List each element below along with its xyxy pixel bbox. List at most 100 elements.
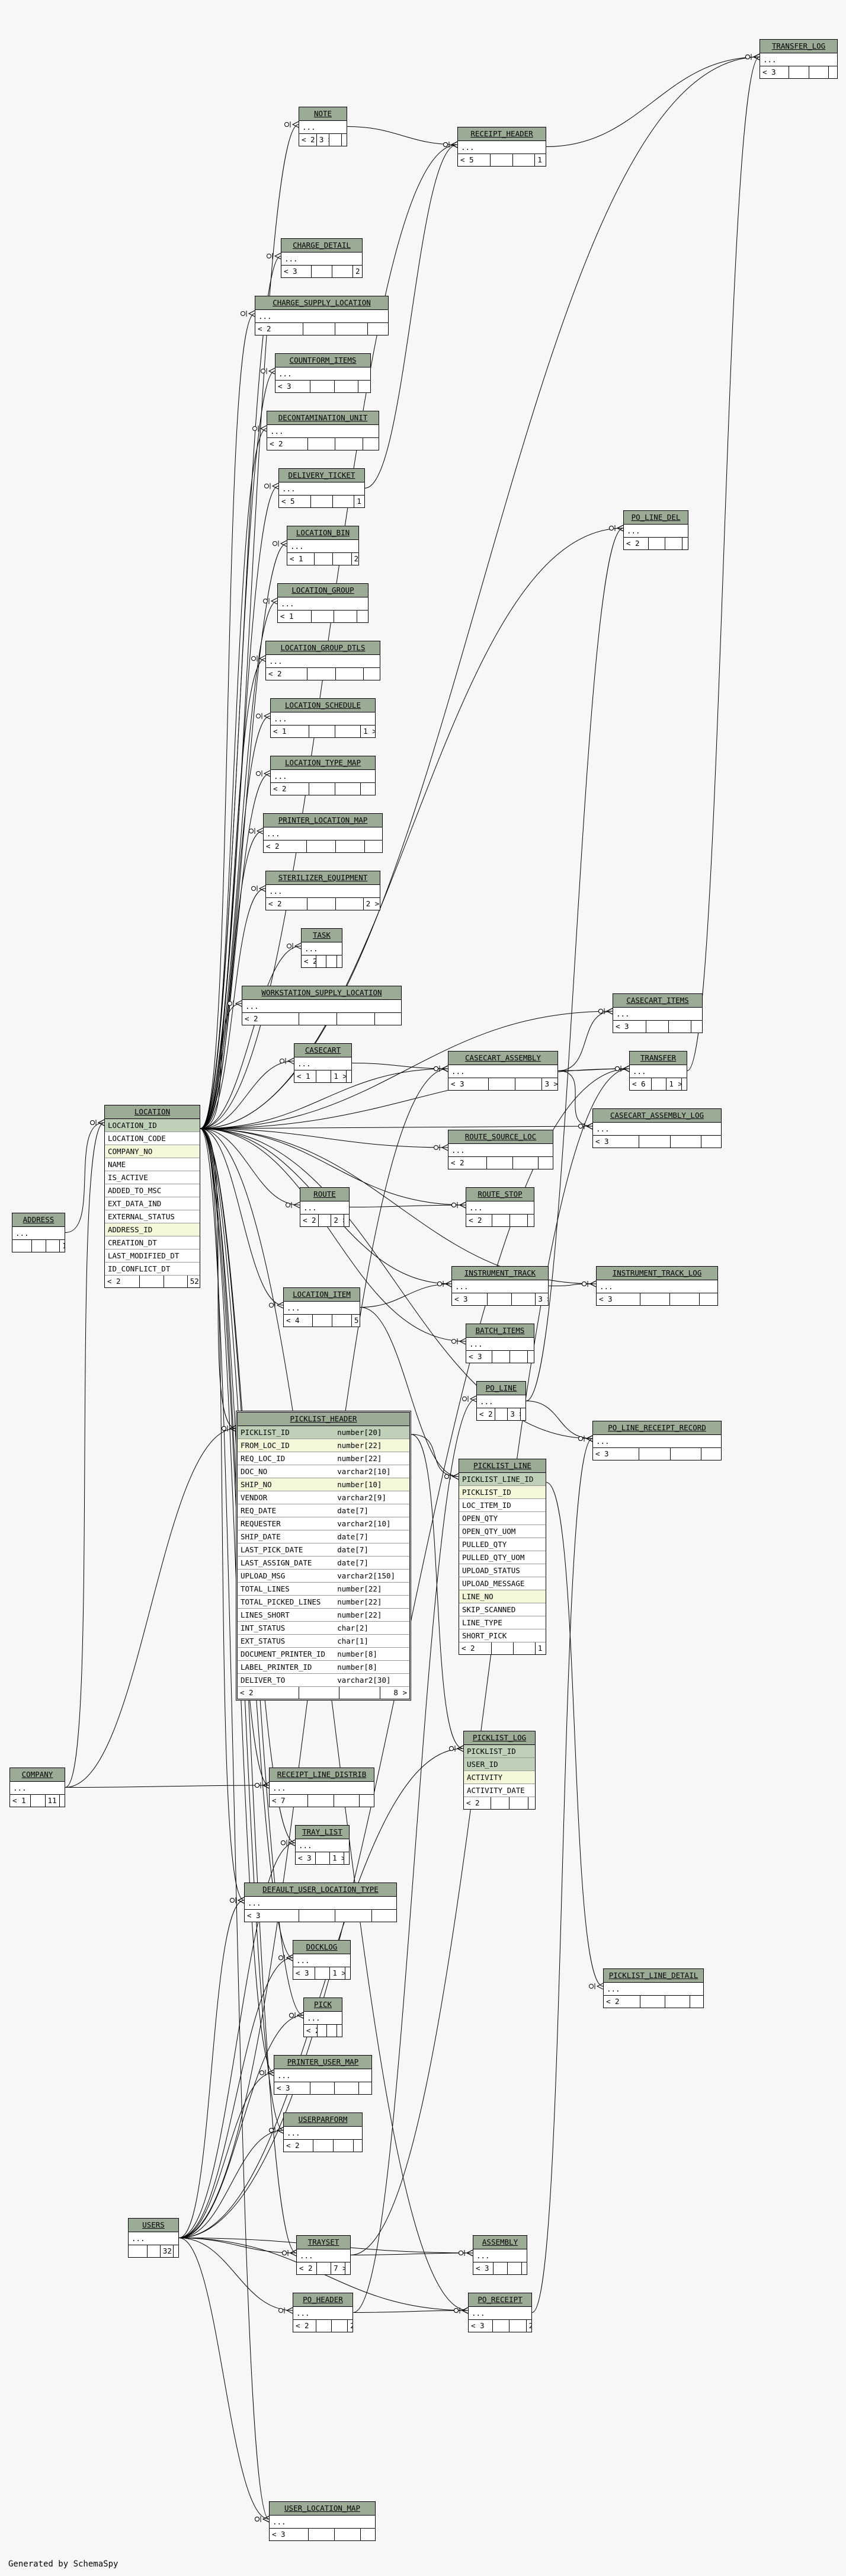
table-name[interactable]: TRANSFER <box>630 1052 687 1065</box>
table-name[interactable]: CASECART_ASSEMBLY <box>448 1052 557 1065</box>
table-name[interactable]: BATCH_ITEMS <box>466 1324 534 1338</box>
table-name[interactable]: DECONTAMINATION_UNIT <box>267 411 379 425</box>
table-name[interactable]: PRINTER_USER_MAP <box>274 2056 371 2069</box>
table-assembly[interactable]: ASSEMBLY...< 3 <box>473 2235 527 2275</box>
table-name[interactable]: STERILIZER_EQUIPMENT <box>266 871 380 885</box>
table-name[interactable]: USERS <box>129 2219 178 2232</box>
table-charge-detail[interactable]: CHARGE_DETAIL...< 32 > <box>281 238 363 278</box>
table-name[interactable]: TRAYSET <box>297 2236 350 2249</box>
table-name[interactable]: RECEIPT_LINE_DISTRIB <box>270 1768 374 1782</box>
table-casecart-items[interactable]: CASECART_ITEMS...< 3 <box>613 993 703 1033</box>
table-name[interactable]: INSTRUMENT_TRACK <box>452 1267 548 1280</box>
table-name[interactable]: LOCATION_GROUP <box>278 584 368 597</box>
table-name[interactable]: DEFAULT_USER_LOCATION_TYPE <box>245 1883 396 1897</box>
table-picklist-line-detail[interactable]: PICKLIST_LINE_DETAIL...< 2 <box>603 1968 704 2008</box>
table-receipt-line-distrib[interactable]: RECEIPT_LINE_DISTRIB...< 7 <box>269 1768 374 1807</box>
table-task[interactable]: TASK...< 2 <box>301 928 342 968</box>
table-location-bin[interactable]: LOCATION_BIN...< 12 > <box>287 526 359 565</box>
table-pick[interactable]: PICK...< 2 <box>303 1997 342 2037</box>
table-company[interactable]: COMPANY...< 111 > <box>9 1768 65 1807</box>
table-name[interactable]: PRINTER_LOCATION_MAP <box>264 814 382 827</box>
table-note[interactable]: NOTE...< 23 > <box>299 107 347 146</box>
table-users[interactable]: USERS...32 > <box>128 2218 179 2258</box>
table-userparform[interactable]: USERPARFORM...< 2 <box>283 2112 363 2152</box>
table-name[interactable]: CASECART_ASSEMBLY_LOG <box>593 1109 721 1123</box>
table-name[interactable]: CHARGE_DETAIL <box>281 239 362 253</box>
table-location-item[interactable]: LOCATION_ITEM...< 45 > <box>283 1287 360 1327</box>
table-name[interactable]: ROUTE <box>300 1188 349 1201</box>
table-tray-list[interactable]: TRAY_LIST...< 31 > <box>295 1825 350 1865</box>
table-name[interactable]: INSTRUMENT_TRACK_LOG <box>597 1267 717 1280</box>
table-name[interactable]: PICKLIST_LOG <box>464 1731 535 1745</box>
table-name[interactable]: PICKLIST_LINE <box>459 1459 546 1473</box>
table-name[interactable]: TRANSFER_LOG <box>760 40 837 53</box>
table-name[interactable]: LOCATION <box>105 1105 200 1119</box>
table-name[interactable]: USERPARFORM <box>284 2113 362 2127</box>
table-po-line-receipt-record[interactable]: PO_LINE_RECEIPT_RECORD...< 3 <box>592 1421 722 1460</box>
table-casecart-assembly-log[interactable]: CASECART_ASSEMBLY_LOG...< 3 <box>592 1108 722 1148</box>
table-route[interactable]: ROUTE...< 22 > <box>300 1187 350 1227</box>
table-charge-supply-location[interactable]: CHARGE_SUPPLY_LOCATION...< 2 <box>255 296 389 335</box>
table-name[interactable]: CHARGE_SUPPLY_LOCATION <box>255 296 388 310</box>
table-route-stop[interactable]: ROUTE_STOP...< 2 <box>466 1187 534 1227</box>
table-po-line[interactable]: PO_LINE...< 23 > <box>476 1381 526 1421</box>
table-route-source-loc[interactable]: ROUTE_SOURCE_LOC...< 2 <box>448 1130 553 1169</box>
table-printer-location-map[interactable]: PRINTER_LOCATION_MAP...< 2 <box>263 813 383 853</box>
table-user-location-map[interactable]: USER_LOCATION_MAP...< 3 <box>269 2501 376 2541</box>
table-countform-items[interactable]: COUNTFORM_ITEMS...< 3 <box>275 353 371 393</box>
table-instrument-track-log[interactable]: INSTRUMENT_TRACK_LOG...< 3 <box>596 1266 718 1306</box>
table-name[interactable]: COUNTFORM_ITEMS <box>275 354 370 367</box>
table-name[interactable]: LOCATION_SCHEDULE <box>271 699 375 712</box>
table-name[interactable]: TASK <box>302 929 342 942</box>
table-transfer-log[interactable]: TRANSFER_LOG...< 3 <box>760 39 838 79</box>
table-name[interactable]: PICKLIST_HEADER <box>238 1412 409 1426</box>
table-name[interactable]: WORKSTATION_SUPPLY_LOCATION <box>242 986 401 1000</box>
table-name[interactable]: PO_RECEIPT <box>469 2293 531 2307</box>
table-name[interactable]: PO_HEADER <box>293 2293 352 2307</box>
table-name[interactable]: ROUTE_SOURCE_LOC <box>448 1130 553 1144</box>
table-name[interactable]: LOCATION_ITEM <box>284 1288 360 1302</box>
table-po-line-del[interactable]: PO_LINE_DEL...< 2 <box>623 510 688 550</box>
table-name[interactable]: RECEIPT_HEADER <box>458 127 546 141</box>
table-location-group[interactable]: LOCATION_GROUP...< 1 <box>277 583 368 623</box>
table-name[interactable]: USER_LOCATION_MAP <box>270 2502 375 2516</box>
table-address[interactable]: ADDRESS...1 > <box>12 1213 65 1252</box>
table-location-type-map[interactable]: LOCATION_TYPE_MAP...< 2 <box>270 756 376 795</box>
table-name[interactable]: LOCATION_GROUP_DTLS <box>266 641 380 655</box>
table-name[interactable]: NOTE <box>299 107 347 121</box>
table-name[interactable]: DOCKLOG <box>293 1941 350 1954</box>
table-name[interactable]: DELIVERY_TICKET <box>279 469 364 482</box>
table-name[interactable]: LOCATION_TYPE_MAP <box>271 756 375 770</box>
table-name[interactable]: CASECART_ITEMS <box>613 994 702 1008</box>
table-delivery-ticket[interactable]: DELIVERY_TICKET...< 51 > <box>278 468 365 508</box>
table-name[interactable]: ADDRESS <box>12 1213 65 1227</box>
table-po-header[interactable]: PO_HEADER...< 22 > <box>293 2293 353 2332</box>
table-name[interactable]: PO_LINE <box>477 1382 525 1395</box>
table-name[interactable]: CASECART <box>294 1044 351 1057</box>
table-po-receipt[interactable]: PO_RECEIPT...< 32 > <box>468 2293 532 2332</box>
table-decontamination-unit[interactable]: DECONTAMINATION_UNIT...< 2 <box>267 411 379 450</box>
table-instrument-track[interactable]: INSTRUMENT_TRACK...< 33 > <box>451 1266 549 1306</box>
table-name[interactable]: PICKLIST_LINE_DETAIL <box>604 1969 703 1983</box>
table-name[interactable]: ROUTE_STOP <box>466 1188 534 1201</box>
table-trayset[interactable]: TRAYSET...< 27 > <box>296 2235 351 2275</box>
table-name[interactable]: COMPANY <box>10 1768 65 1782</box>
table-name[interactable]: TRAY_LIST <box>296 1826 349 1839</box>
table-printer-user-map[interactable]: PRINTER_USER_MAP...< 3 <box>274 2055 372 2095</box>
table-location-group-dtls[interactable]: LOCATION_GROUP_DTLS...< 2 <box>265 641 380 680</box>
table-default-user-location-type[interactable]: DEFAULT_USER_LOCATION_TYPE...< 3 <box>244 1883 397 1922</box>
table-batch-items[interactable]: BATCH_ITEMS...< 3 <box>466 1324 534 1363</box>
table-name[interactable]: ASSEMBLY <box>473 2236 527 2249</box>
table-name[interactable]: LOCATION_BIN <box>287 526 358 540</box>
table-receipt-header[interactable]: RECEIPT_HEADER...< 51 > <box>457 127 546 167</box>
table-name[interactable]: PO_LINE_RECEIPT_RECORD <box>593 1421 721 1435</box>
